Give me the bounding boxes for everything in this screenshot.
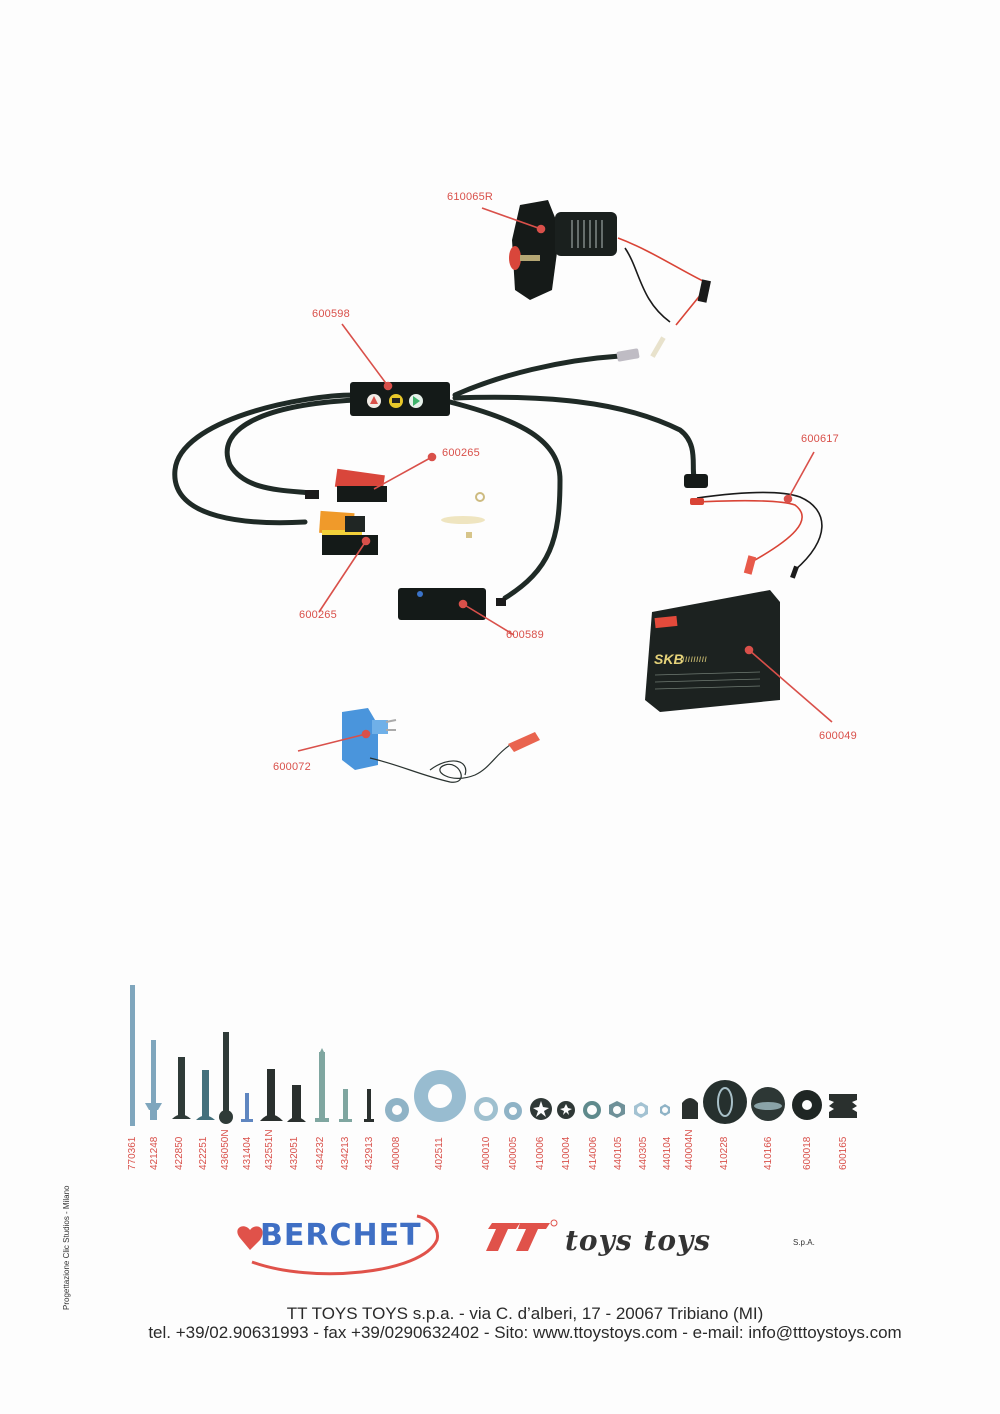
hardware-code: 440305 — [638, 1136, 649, 1170]
battery-brand-label: SKB — [654, 651, 684, 667]
hardware-code: 434232 — [315, 1136, 326, 1170]
berchet-wordmark: BERCHET — [260, 1218, 422, 1253]
tt-mark-icon — [486, 1223, 520, 1251]
callout-label-battery: 600049 — [819, 730, 857, 742]
battery: SKB ııııııııı — [645, 590, 780, 712]
hardware-code: 440104 — [662, 1136, 673, 1170]
callout-label-charger: 600072 — [273, 761, 311, 773]
hardware-code: 410006 — [535, 1136, 546, 1170]
berchet-logo: BERCHET — [232, 1210, 442, 1280]
hardware-code: 600165 — [838, 1136, 849, 1170]
footer-contacts: tel. +39/02.90631993 - fax +39/029063240… — [148, 1323, 902, 1342]
hardware-code: 770361 — [127, 1136, 138, 1170]
hardware-code: 414006 — [588, 1136, 599, 1170]
motor — [509, 200, 617, 300]
control-box — [398, 588, 486, 620]
hardware-code: 410228 — [719, 1136, 730, 1170]
hardware-code: 410004 — [561, 1136, 572, 1170]
hardware-code: 400005 — [508, 1136, 519, 1170]
hardware-code: 440105 — [613, 1136, 624, 1170]
footer-address: TT TOYS TOYS s.p.a. - via C. d’alberi, 1… — [286, 1304, 764, 1323]
callout-label-harness: 600598 — [312, 308, 350, 320]
swoosh-icon — [251, 1214, 439, 1276]
svg-text:ııııııııı: ııııııııı — [682, 654, 707, 665]
heart-icon — [237, 1226, 263, 1250]
hardware-code: 440004N — [684, 1129, 695, 1170]
hardware-code: 422251 — [198, 1136, 209, 1170]
callout-label-switch-bottom: 600265 — [299, 609, 337, 621]
spa-suffix: S.p.A. — [793, 1238, 815, 1247]
switch-red — [334, 468, 387, 502]
callout-label-motor: 610065R — [447, 191, 494, 203]
hardware-code: 432551N — [264, 1129, 275, 1170]
switch-orange — [319, 510, 378, 555]
tt-wordmark: toys toys — [565, 1224, 712, 1257]
charger — [342, 708, 397, 770]
callout-label-battery-cable: 600617 — [801, 433, 839, 445]
hardware-code: 422850 — [174, 1136, 185, 1170]
harness-wires — [172, 353, 698, 601]
hardware-code: 400008 — [391, 1136, 402, 1170]
switch-box — [350, 382, 450, 416]
hardware-code: 432913 — [364, 1136, 375, 1170]
hardware-code: 400010 — [481, 1136, 492, 1170]
motor-wires — [617, 237, 707, 326]
callout-leaders — [297, 207, 833, 752]
hardware-code: 410166 — [763, 1136, 774, 1170]
hardware-code: 421248 — [149, 1136, 160, 1170]
hardware-code: 402511 — [434, 1137, 445, 1170]
hardware-code: 600018 — [802, 1136, 813, 1170]
hardware-code: 436050N — [220, 1129, 231, 1170]
hardware-code: 431404 — [242, 1136, 253, 1170]
callout-label-switch-top: 600265 — [442, 447, 480, 459]
design-credit: Progettazione Clic Studios - Milano — [62, 1185, 71, 1310]
hardware-code: 434213 — [340, 1136, 351, 1170]
charger-cable — [369, 744, 511, 783]
callout-label-control-box: 600589 — [506, 629, 544, 641]
battery-cable — [696, 491, 823, 571]
hardware-code: 432051 — [289, 1136, 300, 1170]
